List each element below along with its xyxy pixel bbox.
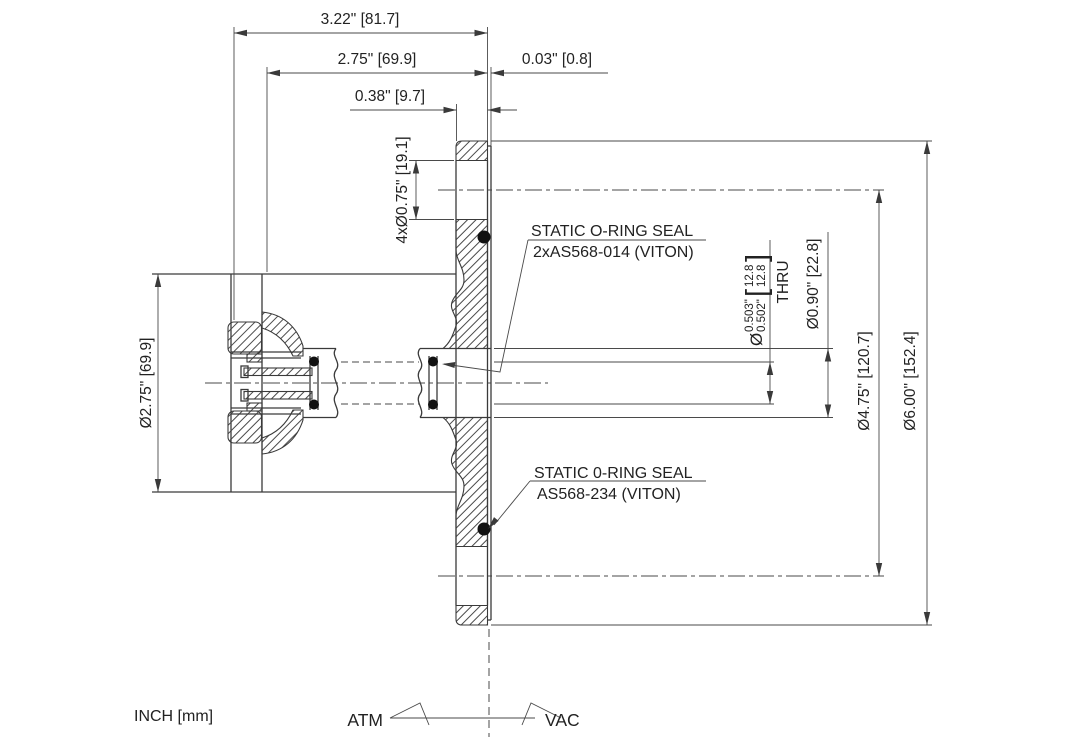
dimension-body-length: 2.75" [69.9] (266, 51, 488, 272)
leader-arrowhead (488, 517, 499, 529)
pin-cap-upper (240, 365, 249, 379)
dimension-bolt-holes: 4xØ0.75" [19.1] (394, 136, 454, 244)
bracket-open: [ (741, 289, 773, 297)
seal-note-top-line1: STATIC O-RING SEAL (531, 223, 693, 240)
vac-label: VAC (545, 710, 580, 730)
arrowhead (491, 69, 504, 77)
arrowhead (154, 479, 162, 492)
leader-line (443, 239, 529, 373)
arrowhead (412, 160, 420, 174)
pin-section-lower (243, 390, 313, 400)
dimension-flange-thickness: 0.38" [9.7] (350, 88, 517, 141)
dimension-text-face-lip: 0.03" [0.8] (522, 51, 592, 68)
dimension-flange-diameter: Ø6.00" [152.4] (902, 141, 931, 625)
body-section (152, 273, 456, 493)
oring-section-dot (428, 356, 438, 367)
oring-section-dot (309, 356, 319, 367)
arrowhead (824, 404, 832, 418)
bore-mm-upper: 12.8 (744, 265, 756, 287)
face-oring-section-dot (477, 230, 491, 244)
pin-section-upper (243, 367, 313, 377)
atm-label: ATM (347, 710, 383, 730)
flange-rim-section-top (455, 140, 489, 162)
seal-note-top-line2: 2xAS568-014 (VITON) (533, 244, 694, 261)
oring-section-dot (428, 399, 438, 410)
dimension-text-overall-length: 3.22" [81.7] (321, 11, 400, 28)
dimension-tube-diameter: Ø0.90" [22.8] (805, 232, 832, 418)
bore-dimension-text-group: Ø 0.503" 0.502" [ 12.8 12.8 ] (741, 254, 773, 346)
flange-section (441, 140, 492, 626)
seal-note-top: STATIC O-RING SEAL 2xAS568-014 (VITON) (442, 223, 706, 373)
horn-section-bottom (261, 409, 304, 455)
leader-arrowhead (442, 362, 456, 368)
dimension-text-flange-diameter: Ø6.00" [152.4] (902, 331, 919, 430)
arrowhead (824, 348, 832, 362)
arrowhead (267, 69, 280, 77)
break-line-right (417, 348, 423, 418)
dimension-body-diameter: Ø2.75" [69.9] (138, 274, 162, 492)
flange-web-section-top (441, 218, 489, 350)
clamp-rim-section-bottom (227, 410, 263, 444)
arrowhead (487, 106, 501, 114)
arrowhead (474, 29, 488, 37)
seal-note-bottom-line2: AS568-234 (VITON) (537, 486, 681, 503)
extension-lines (491, 140, 932, 626)
diameter-symbol: Ø (747, 333, 766, 346)
vac-side-flag (521, 702, 562, 726)
atm-side-flag (389, 702, 430, 726)
leader-line (493, 480, 531, 526)
dimension-text-tube-diameter: Ø0.90" [22.8] (805, 239, 822, 330)
seal-note-bottom-line1: STATIC 0-RING SEAL (534, 465, 693, 482)
side-indicator: ATM VAC (347, 702, 580, 730)
bore-thru-text: THRU (775, 260, 792, 303)
arrowhead (766, 362, 774, 375)
flange-rim-section-bottom (455, 604, 489, 626)
dimension-text-bolt-circle: Ø4.75" [120.7] (856, 331, 873, 430)
dimension-text-body-diameter: Ø2.75" [69.9] (138, 338, 155, 429)
arrowhead (412, 206, 420, 220)
dimension-overall-length: 3.22" [81.7] (233, 11, 488, 320)
dimension-face-lip: 0.03" [0.8] (490, 51, 608, 146)
step-section-bottom (246, 402, 263, 412)
seal-note-bottom: STATIC 0-RING SEAL AS568-234 (VITON) (488, 465, 706, 529)
bore-inch-upper: 0.503" (744, 299, 756, 332)
face-oring-section-dot (477, 522, 491, 536)
bore-mm-lower: 12.8 (756, 265, 768, 287)
arrowhead (875, 563, 883, 576)
arrowhead (474, 69, 488, 77)
pin-cap-lower (240, 388, 249, 402)
arrowhead (923, 612, 931, 625)
arrowhead (766, 391, 774, 404)
flange-web-section-bottom (441, 416, 489, 548)
bore-inch-lower: 0.502" (756, 299, 768, 332)
arrowhead (443, 106, 457, 114)
arrowhead (923, 141, 931, 154)
horn-section-top (261, 311, 304, 357)
dimension-bolt-circle: Ø4.75" [120.7] (856, 190, 883, 576)
arrowhead (234, 29, 247, 37)
arrowhead (154, 274, 162, 287)
arrowhead (875, 190, 883, 203)
break-line-left (333, 348, 339, 418)
bracket-close: ] (741, 254, 773, 262)
units-note: INCH [mm] (134, 708, 213, 725)
clamp-rim-section-top (227, 321, 263, 355)
units-note-group: INCH [mm] (134, 708, 213, 725)
dimension-text-body-length: 2.75" [69.9] (338, 51, 417, 68)
dimension-text-bolt-holes: 4xØ0.75" [19.1] (394, 136, 411, 243)
dimension-text-flange-thickness: 0.38" [9.7] (355, 88, 425, 105)
dimension-bore: Ø 0.503" 0.502" [ 12.8 12.8 ] THRU (741, 240, 792, 404)
oring-section-dot (309, 399, 319, 410)
